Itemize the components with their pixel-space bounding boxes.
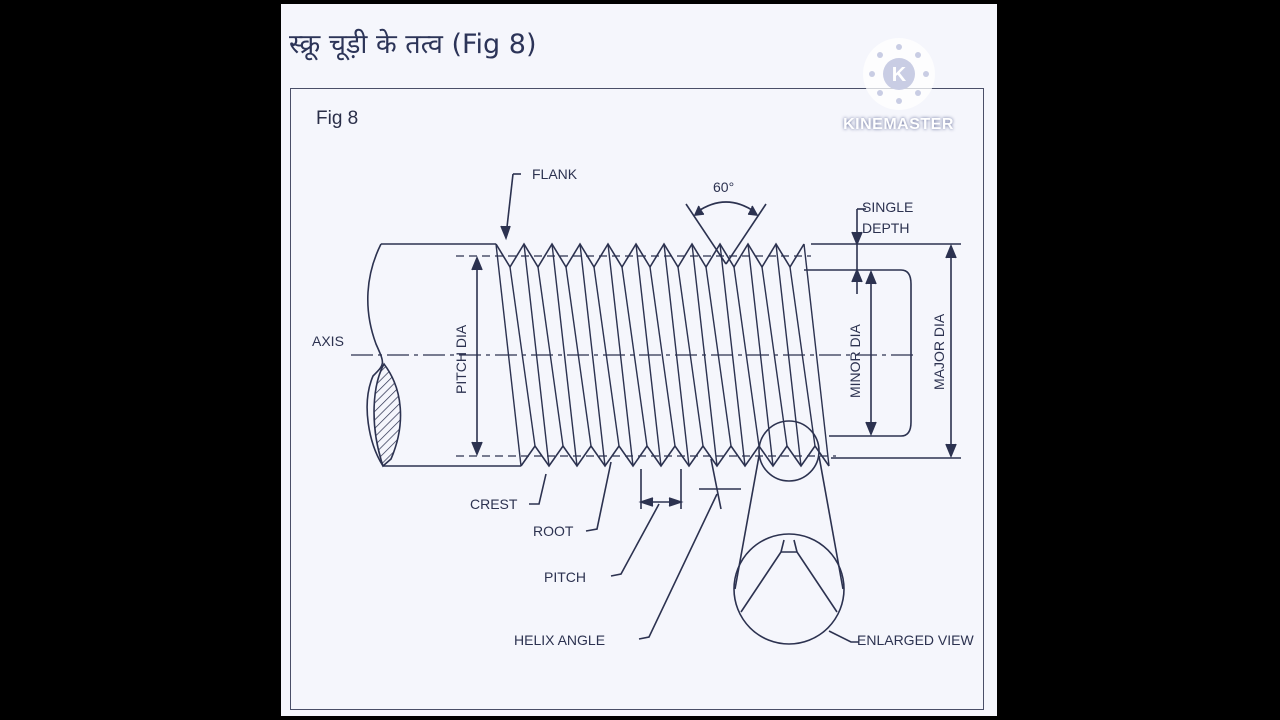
single-depth-label-line1: SINGLE [862, 199, 913, 215]
figure-frame [290, 88, 984, 710]
watermark-text: KINEMASTER [843, 116, 954, 133]
minor-dia-label: MINOR DIA [847, 323, 863, 398]
enlarged-thread-form [740, 539, 838, 613]
screw-thread-diagram: FLANK 60° SINGLE DEPTH AXIS PITCH DIA MI… [312, 166, 974, 648]
flank-label: FLANK [532, 166, 578, 182]
helix-angle-label: HELIX ANGLE [514, 632, 605, 648]
enlarged-view-leader [828, 630, 859, 643]
kinemaster-logo-icon: K [862, 38, 935, 110]
angle-marker [685, 201, 767, 265]
figure-label: Fig 8 [316, 108, 359, 129]
pitch-dia-dimension [471, 255, 483, 457]
single-depth-dimension [851, 208, 866, 294]
enlarged-view-label: ENLARGED VIEW [857, 632, 974, 648]
pitch-dia-label: PITCH DIA [453, 324, 469, 394]
break-section-hatch [373, 362, 402, 468]
crest-label: CREST [470, 496, 518, 512]
shank-outline [366, 243, 521, 467]
helix-angle-marker [638, 458, 741, 640]
crest-leader [529, 473, 547, 505]
enlarge-tangent-left [734, 455, 760, 590]
root-leader [585, 461, 612, 532]
pitch-dimension [610, 469, 684, 577]
page-heading: स्क्रू चूड़ी के तत्व (Fig 8) [289, 29, 537, 60]
flank-leader [500, 173, 521, 241]
single-depth-label-line2: DEPTH [862, 220, 909, 236]
svg-text:K: K [891, 64, 906, 86]
minor-dia-dimension [865, 269, 877, 437]
enlarge-tangent-right [818, 455, 844, 590]
axis-label: AXIS [312, 333, 344, 349]
screw-end [804, 269, 912, 437]
major-dia-label: MAJOR DIA [931, 313, 947, 390]
document-page: स्क्रू चूड़ी के तत्व (Fig 8) Fig 8 [281, 4, 997, 716]
root-label: ROOT [533, 523, 574, 539]
detail-circle [758, 420, 820, 482]
kinemaster-watermark: K KINEMASTER [836, 38, 961, 134]
major-dia-dimension [811, 243, 961, 459]
enlarged-view-circle [733, 533, 845, 645]
pitch-label: PITCH [544, 569, 586, 585]
angle-label: 60° [713, 179, 734, 195]
